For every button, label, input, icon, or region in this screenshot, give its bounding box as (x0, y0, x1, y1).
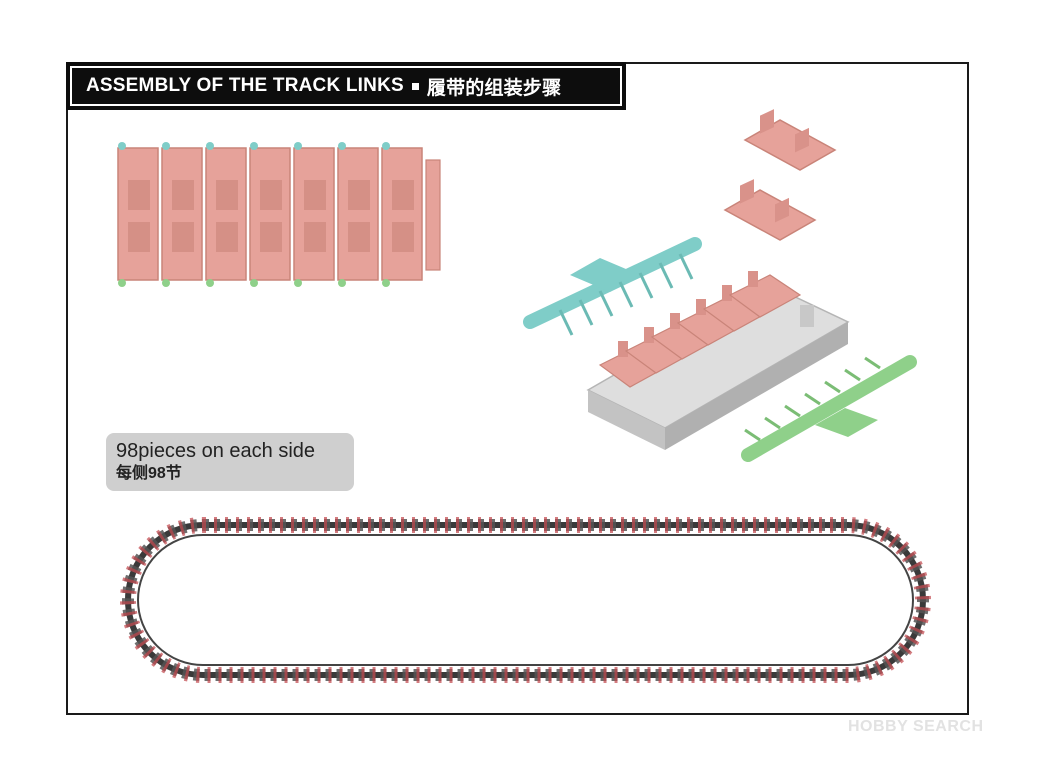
track-links-strip-icon (117, 142, 441, 287)
gray-jig (586, 283, 850, 450)
strip-link (161, 142, 203, 287)
strip-link (381, 142, 423, 287)
strip-end-tab (425, 159, 441, 271)
count-label-box: 98pieces on each side 每侧98节 (106, 433, 354, 491)
jig-link (728, 271, 802, 318)
title-en: ASSEMBLY OF THE TRACK LINKS (86, 75, 404, 96)
title-bullet (411, 82, 419, 90)
title-text: ASSEMBLY OF THE TRACK LINKS 履带的组装步骤 (70, 66, 622, 106)
track-loop-icon (120, 517, 931, 683)
title-bar: ASSEMBLY OF THE TRACK LINKS 履带的组装步骤 (66, 62, 626, 110)
strip-link (293, 142, 335, 287)
strip-link (205, 142, 247, 287)
green-pin-runner (741, 355, 917, 462)
title-zh: 履带的组装步骤 (426, 77, 562, 99)
strip-link (117, 142, 159, 287)
loose-link-top (743, 109, 837, 171)
loose-link-middle (723, 179, 817, 241)
watermark-logo: HOBBY SEARCH (848, 718, 984, 735)
teal-pin-runner (523, 237, 702, 336)
count-label-zh: 每侧98节 (116, 465, 182, 482)
assembly-jig-icon (523, 109, 917, 462)
strip-link (249, 142, 291, 287)
strip-link (337, 142, 379, 287)
count-label-en: 98pieces on each side (116, 440, 316, 462)
links-on-jig (598, 271, 802, 388)
